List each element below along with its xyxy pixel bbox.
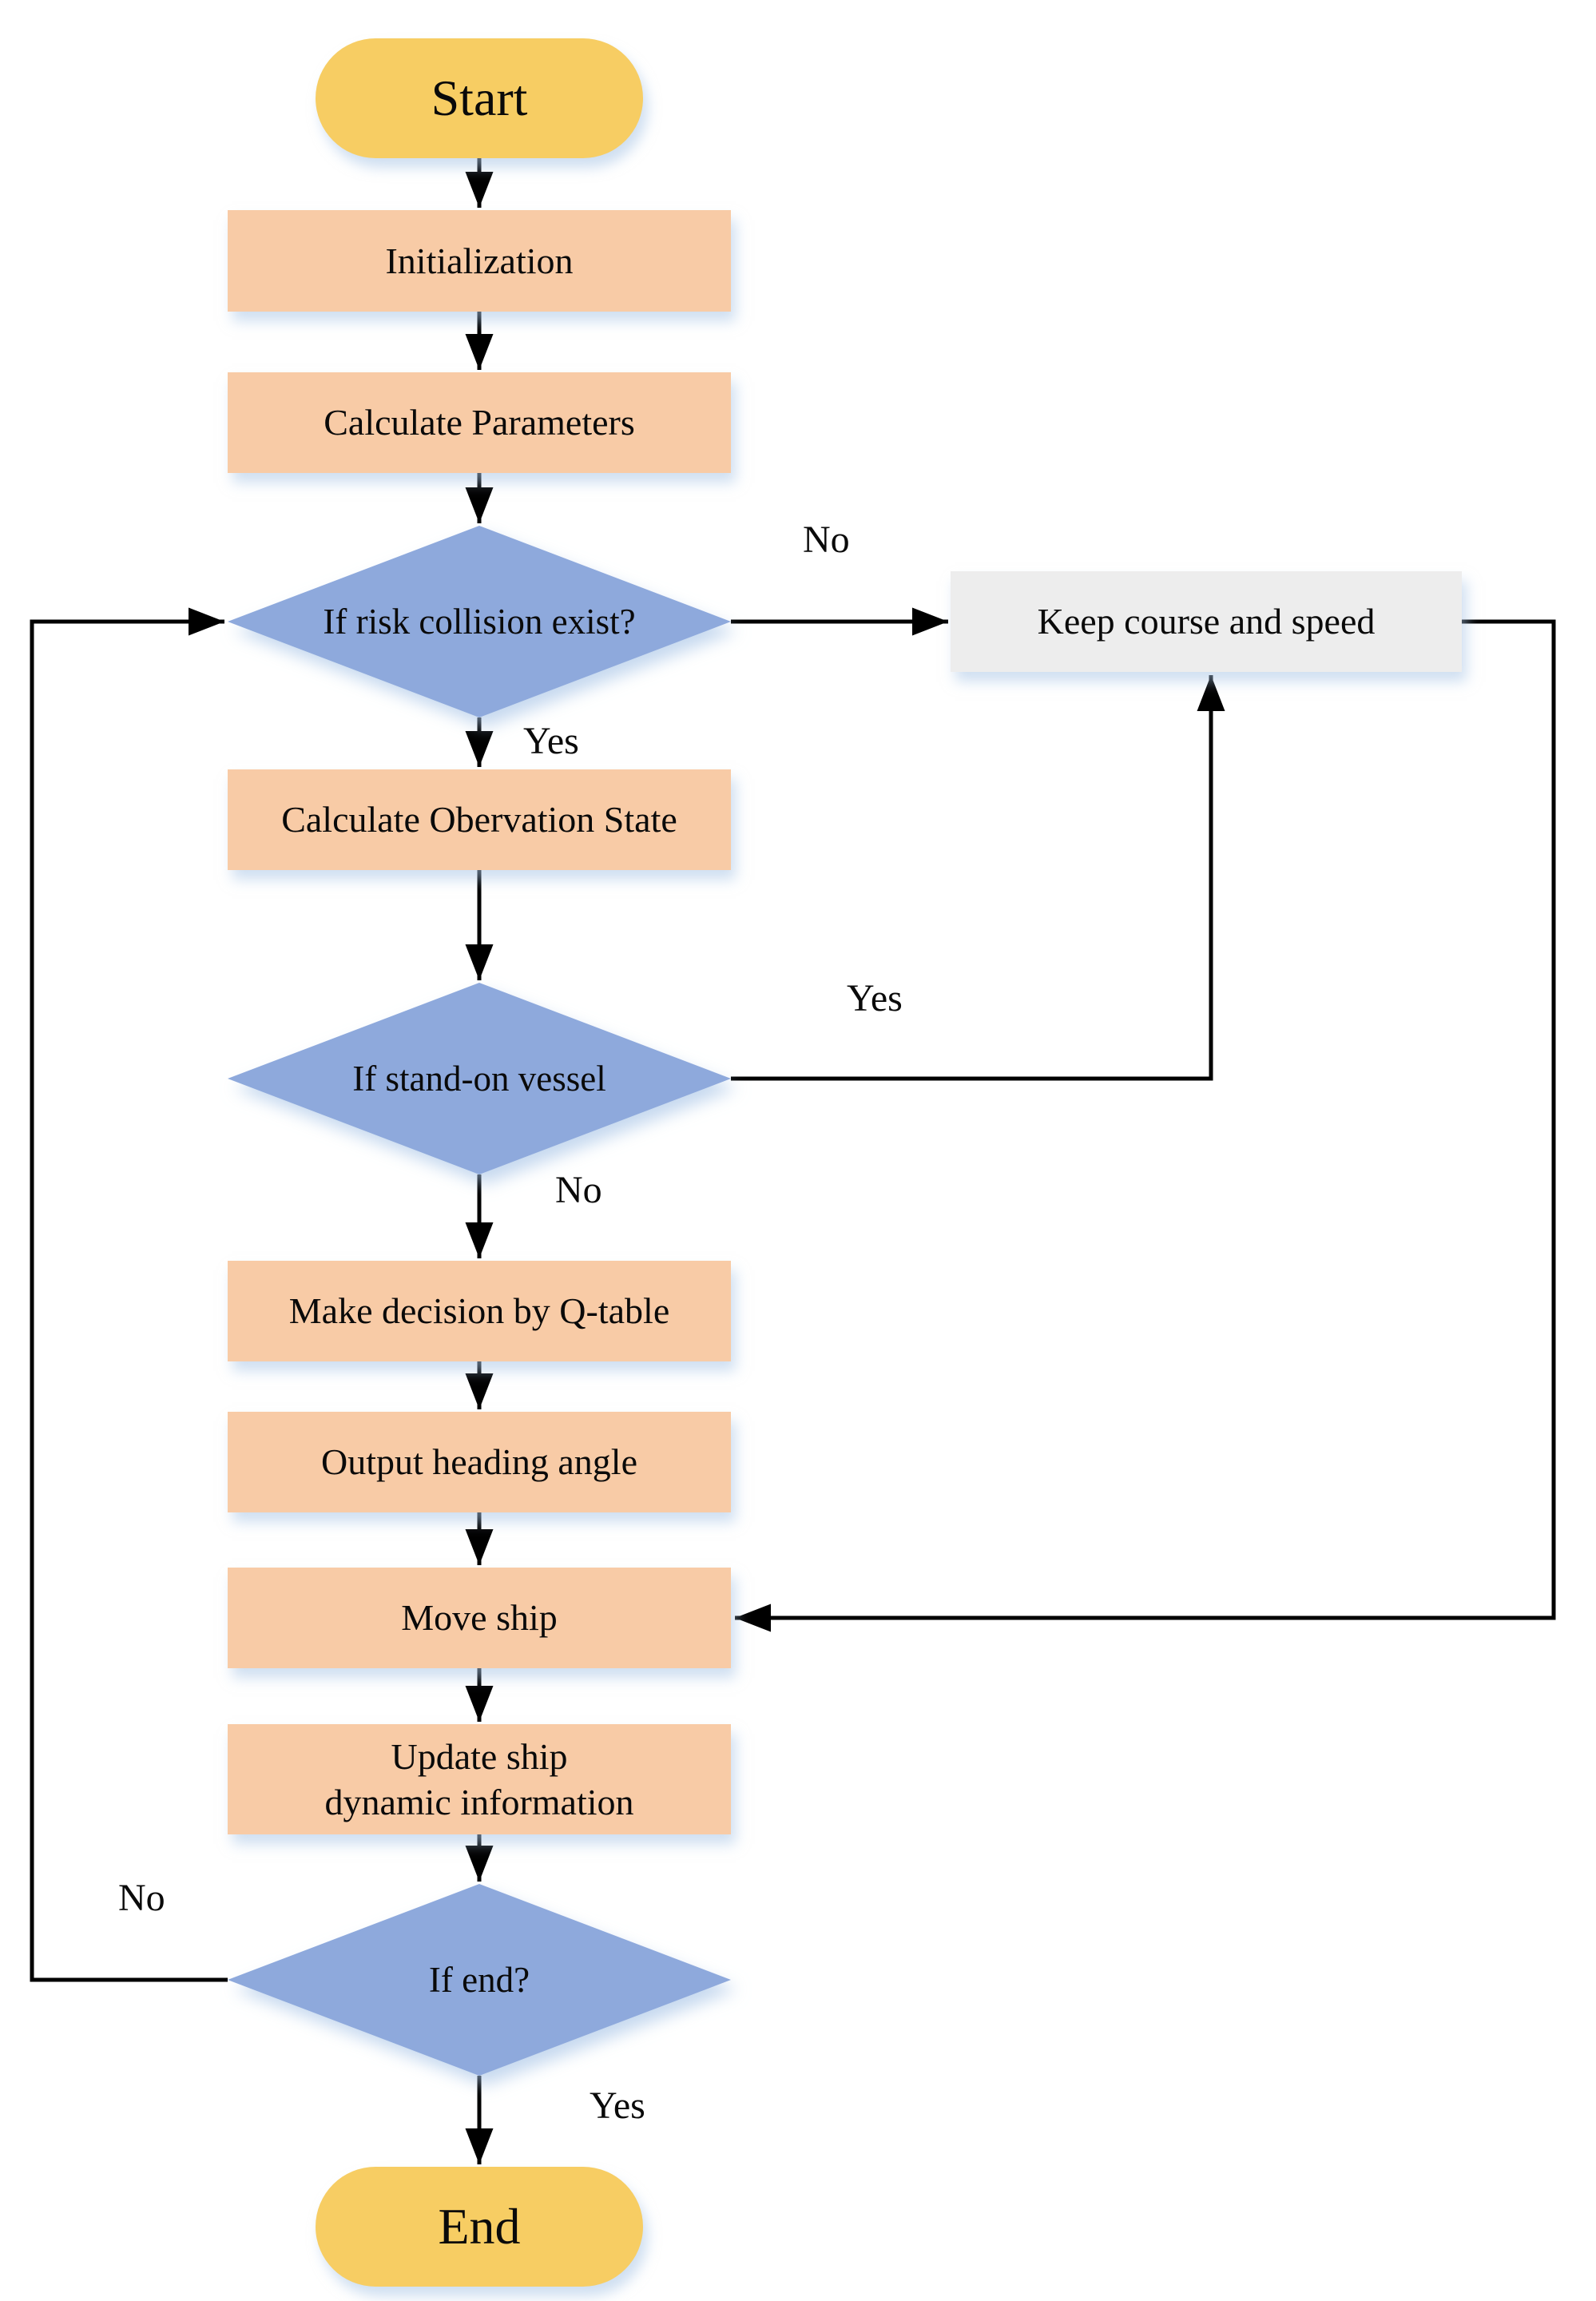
edge-label-standon-yes: Yes: [847, 977, 903, 1019]
node-end-decision-wrap: If end?: [228, 1884, 731, 2076]
node-keep-course: Keep course and speed: [951, 571, 1462, 672]
edge-label-risk-yes: Yes: [523, 720, 579, 762]
node-end: End: [316, 2167, 643, 2287]
node-standon-decision-wrap: If stand-on vessel: [228, 983, 731, 1174]
edge-label-end-yes: Yes: [590, 2084, 645, 2127]
edge-label-standon-no: No: [555, 1169, 602, 1211]
edge-end-no-risk-decision: [30, 607, 228, 1982]
node-initialization: Initialization: [228, 210, 731, 312]
node-risk-decision-wrap: If risk collision exist?: [228, 526, 731, 717]
node-start: Start: [316, 38, 643, 158]
edge-keep-course-move-ship: [735, 619, 1556, 1632]
node-q-table-decision: Make decision by Q-table: [228, 1261, 731, 1361]
node-update-info: Update ship dynamic information: [228, 1724, 731, 1834]
edge-label-end-no: No: [118, 1877, 165, 1919]
node-move-ship: Move ship: [228, 1568, 731, 1668]
node-standon-decision: If stand-on vessel: [228, 983, 731, 1174]
node-observation-state: Calculate Obervation State: [228, 769, 731, 870]
edge-standon-yes-keep-course: [731, 675, 1225, 1081]
node-risk-decision: If risk collision exist?: [228, 526, 731, 717]
node-end-decision: If end?: [228, 1884, 731, 2076]
node-calculate-parameters: Calculate Parameters: [228, 372, 731, 473]
node-output-heading: Output heading angle: [228, 1412, 731, 1512]
edge-label-risk-no: No: [803, 519, 850, 561]
